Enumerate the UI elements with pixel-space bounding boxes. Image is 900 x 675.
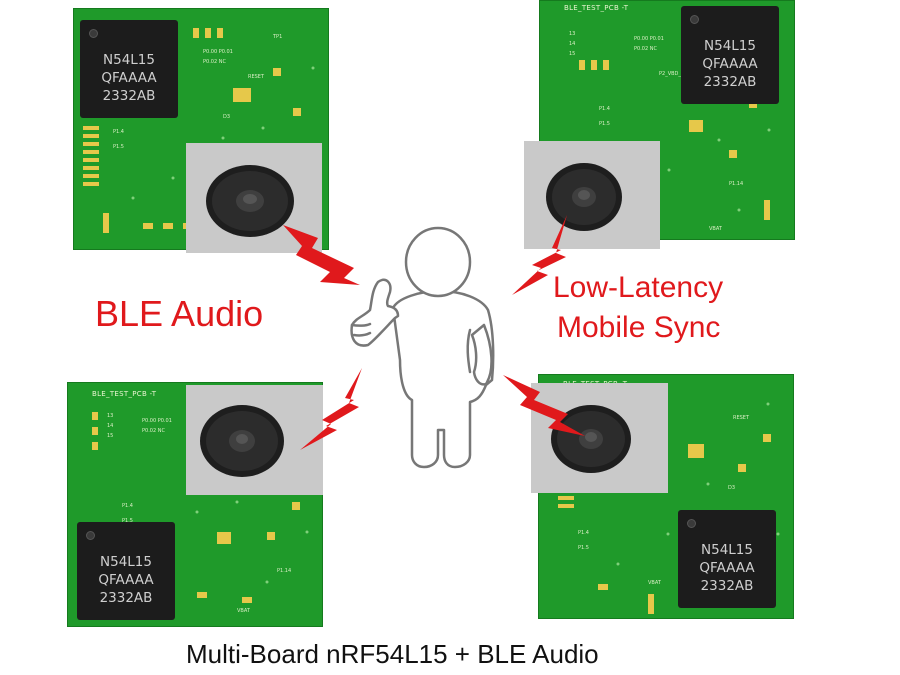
svg-text:15: 15 [569,51,575,57]
low-latency-line-1: Low-Latency [553,271,724,304]
speaker-icon [200,405,284,477]
chip-line-3: 2332AB [102,88,156,104]
speaker-bottom-right [531,383,668,493]
low-latency-line-2: Mobile Sync [557,311,721,344]
svg-text:D3: D3 [223,114,230,120]
nrf54l15-chip: N54L15 QFAAAA 2332AB [674,506,780,612]
footer-caption: Multi-Board nRF54L15 + BLE Audio [186,639,599,669]
chip-line-2: QFAAAA [98,572,154,588]
speaker-top-right [524,141,660,249]
svg-text:13: 13 [569,31,575,37]
chip-line-3: 2332AB [99,590,153,606]
svg-text:P1.5: P1.5 [122,518,133,524]
svg-text:VBAT: VBAT [237,608,251,614]
svg-text:RESET: RESET [248,74,265,80]
svg-text:P2_VBD_HW: P2_VBD_HW [659,71,690,77]
svg-text:P1.4: P1.4 [578,530,589,536]
svg-text:RESET: RESET [733,415,750,421]
low-latency-label: Low-Latency Mobile Sync [553,268,723,348]
svg-text:13: 13 [107,413,113,419]
chip-line-2: QFAAAA [699,560,755,576]
chip-line-3: 2332AB [703,74,757,90]
speaker-icon [551,405,631,473]
chip-line-3: 2332AB [700,578,754,594]
lightning-bolt-icon [503,375,585,436]
nrf54l15-chip: N54L15 QFAAAA 2332AB [73,518,179,624]
svg-text:P0.00 P0.01: P0.00 P0.01 [142,418,172,424]
svg-text:P1.5: P1.5 [578,545,589,551]
svg-text:P1.5: P1.5 [113,144,124,150]
thumbs-up-figure-icon [350,226,495,469]
lightning-bolt-icon [300,368,362,450]
speaker-bottom-left [186,385,323,495]
svg-text:P0.02 NC: P0.02 NC [142,428,165,434]
pcb-label: BLE_TEST_PCB -T [564,4,629,12]
svg-text:VBAT: VBAT [648,580,662,586]
svg-text:TP1: TP1 [272,34,282,40]
lightning-bolt-icon [512,215,567,295]
svg-text:14: 14 [569,41,575,47]
svg-text:P1.14: P1.14 [729,181,743,187]
svg-text:P1.5: P1.5 [599,121,610,127]
speaker-top-left [186,143,322,253]
svg-text:P1.4: P1.4 [113,129,124,135]
lightning-bolt-icon [283,225,360,285]
svg-text:P0.02 NC: P0.02 NC [634,46,657,52]
svg-text:P1.14: P1.14 [277,568,291,574]
nrf54l15-chip: N54L15 QFAAAA 2332AB [76,16,182,122]
svg-text:P0.02 NC: P0.02 NC [203,59,226,65]
chip-line-1: N54L15 [701,542,753,558]
svg-text:P1.4: P1.4 [599,106,610,112]
svg-text:14: 14 [107,423,113,429]
svg-text:P0.00 P0.01: P0.00 P0.01 [203,49,233,55]
svg-text:P0.00 P0.01: P0.00 P0.01 [634,36,664,42]
chip-line-1: N54L15 [100,554,152,570]
chip-line-2: QFAAAA [101,70,157,86]
svg-text:D3: D3 [728,485,735,491]
svg-text:VBAT: VBAT [709,226,723,232]
speaker-icon [546,163,622,231]
chip-line-1: N54L15 [103,52,155,68]
chip-line-1: N54L15 [704,38,756,54]
chip-line-2: QFAAAA [702,56,758,72]
svg-text:P1.4: P1.4 [122,503,133,509]
pcb-label: BLE_TEST_PCB -T [92,390,157,398]
speaker-icon [206,165,294,237]
ble-audio-label: BLE Audio [95,293,264,334]
nrf54l15-chip: N54L15 QFAAAA 2332AB [677,2,783,108]
svg-text:15: 15 [107,433,113,439]
